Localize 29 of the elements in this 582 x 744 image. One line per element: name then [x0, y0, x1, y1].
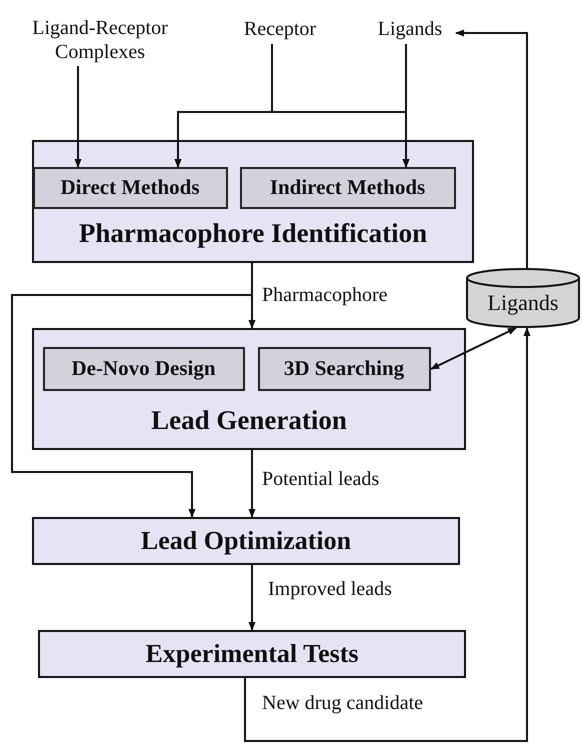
- arrow: [455, 29, 528, 268]
- method-label: Indirect Methods: [270, 174, 426, 200]
- arrow: [74, 66, 82, 168]
- source-label: Ligand-Receptor Complexes: [31, 16, 169, 64]
- arrow: [244, 327, 531, 742]
- process-box: [32, 328, 466, 450]
- source-label: Receptor: [244, 17, 316, 41]
- process-box: [32, 517, 460, 565]
- method-box: [42, 346, 244, 390]
- edge-label: Pharmacophore: [262, 284, 388, 306]
- method-box: [32, 166, 228, 208]
- box-title: Pharmacophore Identification: [78, 216, 428, 249]
- arrow: [430, 327, 517, 370]
- arrow: [248, 565, 256, 631]
- edge-label: New drug candidate: [262, 692, 424, 714]
- source-label: Ligands: [378, 17, 442, 41]
- process-box: [38, 630, 466, 678]
- arrow: [248, 450, 256, 518]
- box-title: Experimental Tests: [145, 638, 359, 670]
- method-label: 3D Searching: [284, 356, 404, 382]
- method-label: Direct Methods: [60, 174, 200, 200]
- method-box: [240, 166, 456, 208]
- box-title: Lead Generation: [151, 404, 347, 436]
- edge-label: Improved leads: [268, 578, 392, 600]
- process-box: [32, 140, 474, 263]
- box-title: Lead Optimization: [140, 525, 352, 557]
- database-label: Ligands: [488, 290, 558, 316]
- method-label: De-Novo Design: [71, 356, 216, 382]
- method-box: [258, 346, 430, 390]
